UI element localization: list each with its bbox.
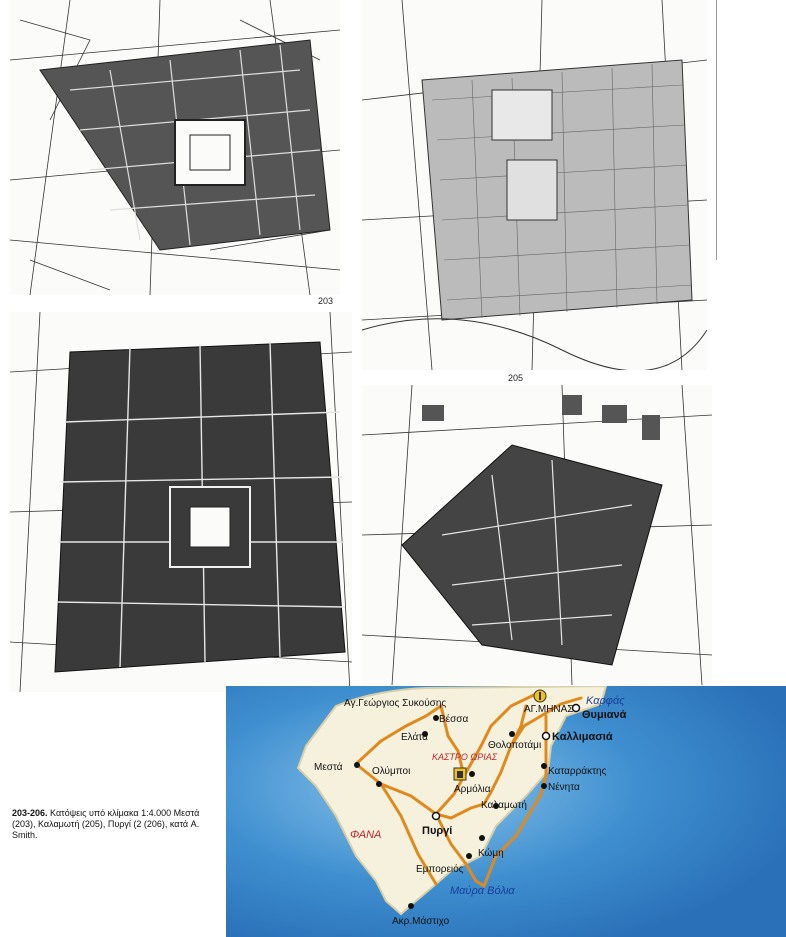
label-kastro-orias: ΚΑΣΤΡΟ ΩΡΙΑΣ — [432, 752, 498, 762]
dot-elata — [422, 731, 428, 737]
plan-village-4-drawing — [362, 385, 712, 685]
label-mesta: Μεστά — [314, 761, 343, 773]
label-tholopotami: Θολοποτάμι — [488, 739, 541, 751]
label-fana: ΦΑΝΑ — [350, 829, 381, 841]
plan-203-number: 203 — [318, 296, 334, 306]
monastery-icon — [533, 689, 547, 703]
dot-pyrgi — [431, 811, 441, 821]
label-akr-mastixo: Ακρ.Μάστιχο — [392, 915, 450, 927]
chios-map-svg: Αγ.Γεώργιος Συκούσης Βέσσα ΑΓ.ΜΗΝΑΣ Καρφ… — [226, 686, 786, 937]
island-land — [296, 686, 608, 916]
label-ag-georgios: Αγ.Γεώργιος Συκούσης — [344, 697, 446, 709]
caption-text: Κατόψεις υπό κλίμακα 1:4.000 Μεστά (203)… — [12, 808, 200, 840]
road-network — [354, 692, 583, 888]
dot-mastixo — [408, 903, 414, 909]
dot-thymiana — [571, 703, 581, 713]
dot-katarraktis — [541, 763, 547, 769]
plan-205-drawing — [362, 0, 707, 370]
label-kalamoti: Καλαμωτή — [481, 799, 527, 811]
dot-vessa — [433, 715, 439, 721]
dot-emporeios — [466, 853, 472, 859]
plan-pyrgi — [10, 312, 352, 692]
dot-komi — [479, 835, 485, 841]
castle-icon — [453, 767, 467, 781]
label-vessa: Βέσσα — [439, 713, 468, 725]
label-nenita: Νένητα — [548, 781, 580, 793]
dot-kallimasia — [541, 731, 551, 741]
dot-tholopotami — [509, 731, 515, 737]
label-mavra-volia: Μαύρα Βόλια — [450, 885, 515, 897]
page-edge-line — [716, 0, 717, 260]
chios-map: Αγ.Γεώργιος Συκούσης Βέσσα ΑΓ.ΜΗΝΑΣ Καρφ… — [226, 686, 786, 937]
label-karfas: Καρφάς — [586, 695, 625, 707]
plan-pyrgi-drawing — [10, 312, 352, 692]
label-thymiana: Θυμιανά — [582, 709, 627, 721]
figure-caption: 203-206. Κατόψεις υπό κλίμακα 1:4.000 Με… — [12, 808, 224, 841]
label-katarraktis: Καταρράκτης — [548, 765, 607, 777]
village-dots — [354, 715, 547, 909]
label-pyrgi: Πυργί — [422, 825, 452, 837]
dot-mesta — [354, 762, 360, 768]
dot-kalamoti — [493, 803, 499, 809]
label-emporeios: Εμπορειός — [416, 863, 464, 875]
label-kallimasia: Καλλιμασιά — [552, 731, 613, 743]
dot-olympoi — [376, 781, 382, 787]
plan-205-number: 205 — [508, 373, 524, 383]
label-ag-minas: ΑΓ.ΜΗΝΑΣ — [524, 704, 573, 715]
dot-armolia — [469, 771, 475, 777]
label-elata: Ελάτα — [401, 731, 428, 743]
caption-number: 203-206. — [12, 808, 48, 818]
label-komi: Κώμη — [478, 847, 504, 859]
label-olympoi: Ολύμποι — [372, 765, 410, 777]
label-armolia: Αρμόλια — [454, 783, 491, 795]
dot-nenita — [541, 783, 547, 789]
plan-205-kalamoti — [362, 0, 707, 370]
plan-203-drawing — [10, 0, 340, 295]
plan-village-4 — [362, 385, 712, 685]
plan-203-mesta — [10, 0, 340, 295]
